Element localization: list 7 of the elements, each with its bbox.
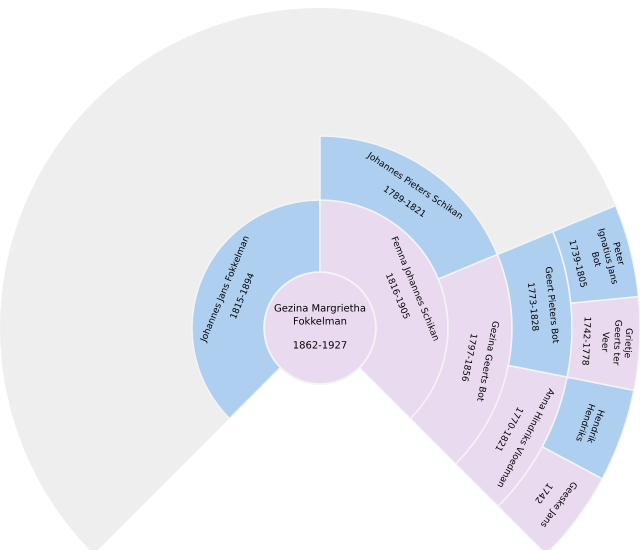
life-dates: 1773-1828 (524, 282, 540, 332)
person-name: Gezina Margrietha Fokkelman (272, 303, 368, 328)
life-dates: 1862-1927 (292, 340, 348, 353)
life-dates: 1742-1778 (578, 316, 592, 366)
person-name: Geert Pieters Bot (541, 266, 560, 344)
person-name: Peter Ignatius Jans Bot (588, 226, 627, 288)
person-name: Grietje Geerts ter Veer (598, 318, 634, 368)
